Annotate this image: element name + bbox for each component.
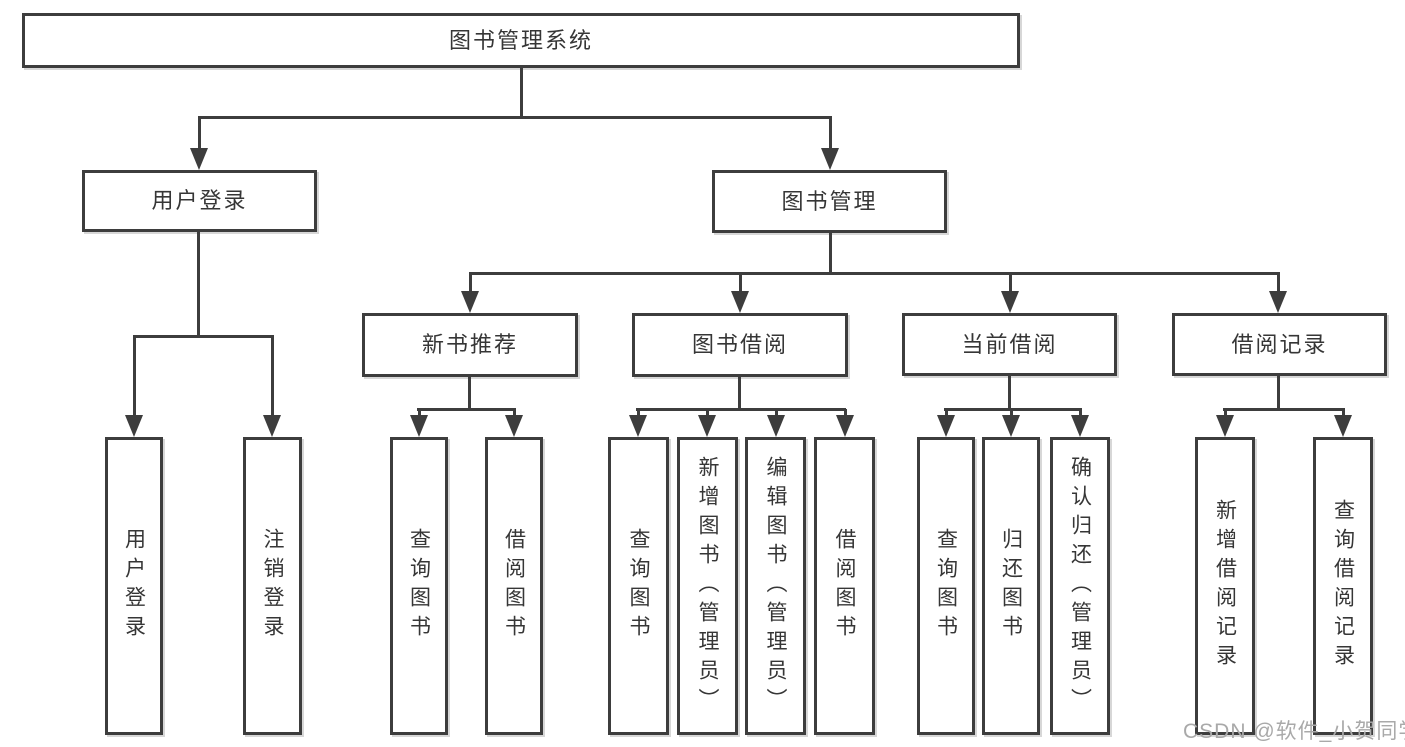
connector-root-branch-line [198, 116, 832, 119]
leaf-nbr-query-books: 查询图书 [390, 437, 448, 735]
arrow-to-cb-confirm-return [1071, 409, 1089, 437]
arrow-to-bb-edit-books [767, 409, 785, 437]
arrow-to-cb-query-books [937, 409, 955, 437]
arrow-to-current-borrowing [1001, 273, 1019, 313]
node-root-label: 图书管理系统 [448, 27, 593, 53]
connector-book-mgmt-stem [829, 233, 832, 274]
arrow-to-leaf-user-login [125, 336, 143, 437]
node-root: 图书管理系统 [22, 13, 1020, 68]
node-user-login: 用户登录 [82, 170, 317, 232]
leaf-rec-query-borrow-record-label: 查询借阅记录 [1331, 499, 1355, 673]
leaf-bb-borrow-books-label: 借阅图书 [833, 528, 856, 644]
leaf-bb-edit-books-admin-label: 编辑图书（管理员） [764, 455, 787, 717]
arrow-to-rec-query-record [1334, 409, 1352, 437]
connector-root-stem [520, 68, 523, 117]
node-current-borrowing: 当前借阅 [902, 313, 1117, 376]
arrow-to-nbr-borrow-books [505, 409, 523, 437]
arrow-to-bb-add-books [698, 409, 716, 437]
arrow-to-nbr-query-books [410, 409, 428, 437]
node-new-book-recommend-label: 新书推荐 [421, 332, 518, 357]
leaf-bb-query-books-label: 查询图书 [627, 528, 650, 644]
leaf-bb-query-books: 查询图书 [608, 437, 669, 735]
connector-book-mgmt-branch-line [469, 272, 1280, 275]
leaf-rec-query-borrow-record: 查询借阅记录 [1313, 437, 1373, 735]
leaf-cb-return-books: 归还图书 [982, 437, 1040, 735]
leaf-bb-edit-books-admin: 编辑图书（管理员） [745, 437, 806, 735]
leaf-cb-return-books-label: 归还图书 [999, 528, 1023, 644]
connector-nbr-branch-line [417, 408, 516, 411]
arrow-to-bb-borrow-books [836, 409, 854, 437]
connector-user-login-branch-line [133, 335, 274, 338]
leaf-user-login: 用户登录 [105, 437, 163, 735]
leaf-nbr-query-books-label: 查询图书 [407, 528, 431, 644]
node-book-management: 图书管理 [712, 170, 947, 233]
arrow-to-borrowing-records [1269, 273, 1287, 313]
arrow-to-user-login [190, 117, 208, 170]
arrow-to-cb-return-books [1002, 409, 1020, 437]
leaf-bb-borrow-books: 借阅图书 [814, 437, 875, 735]
connector-rec-stem [1277, 376, 1280, 410]
leaf-rec-add-borrow-record-label: 新增借阅记录 [1213, 499, 1237, 673]
connector-rec-branch-line [1223, 408, 1345, 411]
node-borrowing-records: 借阅记录 [1172, 313, 1387, 376]
leaf-cb-query-books: 查询图书 [917, 437, 975, 735]
connector-cb-branch-line [944, 408, 1082, 411]
arrow-to-book-management [821, 117, 839, 170]
connector-cb-stem [1008, 376, 1011, 410]
node-book-borrowing: 图书借阅 [632, 313, 848, 377]
arrow-to-leaf-logout [263, 336, 281, 437]
node-current-borrowing-label: 当前借阅 [961, 331, 1058, 357]
arrow-to-new-book-recommend [461, 273, 479, 313]
node-book-management-label: 图书管理 [781, 188, 878, 214]
leaf-user-login-label: 用户登录 [122, 528, 146, 644]
leaf-logout: 注销登录 [243, 437, 302, 735]
leaf-logout-label: 注销登录 [261, 528, 284, 644]
node-book-borrowing-label: 图书借阅 [691, 332, 788, 357]
connector-nbr-stem [468, 377, 471, 410]
node-user-login-label: 用户登录 [151, 188, 248, 213]
leaf-rec-add-borrow-record: 新增借阅记录 [1195, 437, 1255, 735]
connector-user-login-stem [197, 232, 200, 336]
node-new-book-recommend: 新书推荐 [362, 313, 578, 377]
csdn-watermark: CSDN @软件_小贺同学 [1183, 720, 1405, 743]
leaf-nbr-borrow-books: 借阅图书 [485, 437, 543, 735]
leaf-bb-add-books-admin: 新增图书（管理员） [677, 437, 738, 735]
leaf-nbr-borrow-books-label: 借阅图书 [502, 528, 526, 644]
arrow-to-book-borrowing [731, 273, 749, 313]
leaf-bb-add-books-admin-label: 新增图书（管理员） [696, 455, 719, 717]
leaf-cb-confirm-return-admin-label: 确认归还（管理员） [1068, 455, 1092, 717]
connector-bb-stem [738, 377, 741, 410]
leaf-cb-confirm-return-admin: 确认归还（管理员） [1050, 437, 1110, 735]
arrow-to-rec-add-record [1216, 409, 1234, 437]
connector-bb-branch-line [636, 408, 846, 411]
node-borrowing-records-label: 借阅记录 [1231, 331, 1328, 357]
leaf-cb-query-books-label: 查询图书 [934, 528, 958, 644]
arrow-to-bb-query-books [629, 409, 647, 437]
